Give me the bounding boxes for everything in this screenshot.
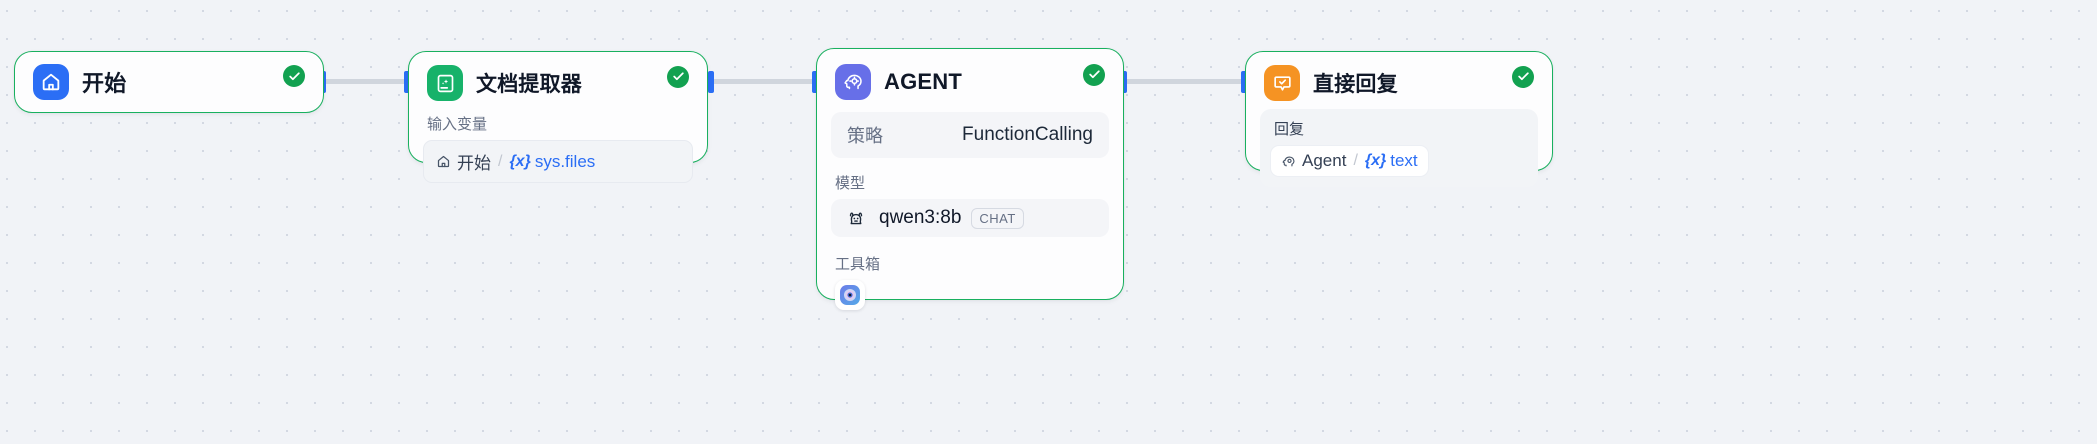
node-start-header: 开始 [15,52,323,100]
port-extractor-output[interactable] [708,71,714,93]
reply-bubble-icon [1264,65,1300,101]
node-doc-extractor-body: 输入变量 开始 / {x} sys.files [409,101,707,197]
edge-start-to-extractor[interactable] [324,79,408,84]
node-start-title: 开始 [82,71,127,96]
agent-brain-icon [1281,154,1296,169]
node-doc-extractor-title: 文档提取器 [476,73,582,96]
variable-prefix: {x} [509,152,531,170]
reply-group: 回复 Agent / {x} text [1260,109,1538,187]
home-icon [33,64,69,100]
check-circle-icon [667,65,689,88]
variable-source-node: 开始 [457,154,491,173]
node-start[interactable]: 开始 [14,51,324,113]
node-agent-title: AGENT [884,69,962,94]
port-agent-input[interactable] [812,71,818,93]
node-direct-reply-body: 回复 Agent / {x} text [1246,101,1552,201]
variable-source-node: Agent [1302,151,1347,170]
variable-prefix: {x} [1364,152,1387,169]
home-icon [436,154,451,169]
ollama-llama-icon [845,207,867,229]
tool-target-icon[interactable] [835,280,865,310]
port-extractor-input[interactable] [404,71,410,93]
agent-toolbox-list [831,280,1109,310]
node-doc-extractor[interactable]: 文档提取器 输入变量 开始 / {x} sys.files [408,51,708,183]
agent-strategy-row[interactable]: 策略 FunctionCalling [831,112,1109,158]
reply-label: 回复 [1274,121,1305,138]
agent-toolbox-label: 工具箱 [835,256,881,273]
agent-strategy-label: 策略 [847,126,883,146]
document-extract-icon [427,65,463,101]
model-type-badge: CHAT [971,207,1024,229]
node-agent[interactable]: AGENT 策略 FunctionCalling 模型 [816,48,1124,310]
node-doc-extractor-header: 文档提取器 [409,52,707,101]
agent-model-row[interactable]: qwen3:8b CHAT [831,199,1109,237]
edge-agent-to-reply[interactable] [1125,79,1245,84]
node-agent-header: AGENT [817,49,1123,100]
variable-name: text [1390,151,1418,170]
variable-name: sys.files [534,151,596,171]
port-reply-input[interactable] [1241,71,1247,93]
port-agent-output[interactable] [1121,71,1127,93]
edge-extractor-to-agent[interactable] [712,79,816,84]
reply-variable-chip[interactable]: Agent / {x} text [1270,145,1429,177]
agent-brain-icon [835,64,871,100]
check-circle-icon [1512,65,1534,88]
agent-model-name: qwen3:8b [879,207,962,228]
check-circle-icon [283,65,305,87]
agent-model-label: 模型 [835,175,866,192]
check-circle-icon [1083,63,1105,86]
input-variable-label: 输入变量 [427,116,488,133]
node-direct-reply[interactable]: 直接回复 回复 Agent / {x} text [1245,51,1553,187]
agent-strategy-value: FunctionCalling [962,124,1093,145]
input-variable-chip[interactable]: 开始 / {x} sys.files [423,140,693,183]
variable-separator: / [1353,152,1358,169]
variable-separator: / [498,152,503,170]
node-agent-body: 策略 FunctionCalling 模型 qwen3:8b CHAT [817,100,1123,324]
node-direct-reply-header: 直接回复 [1246,52,1552,101]
node-direct-reply-title: 直接回复 [1313,73,1398,96]
